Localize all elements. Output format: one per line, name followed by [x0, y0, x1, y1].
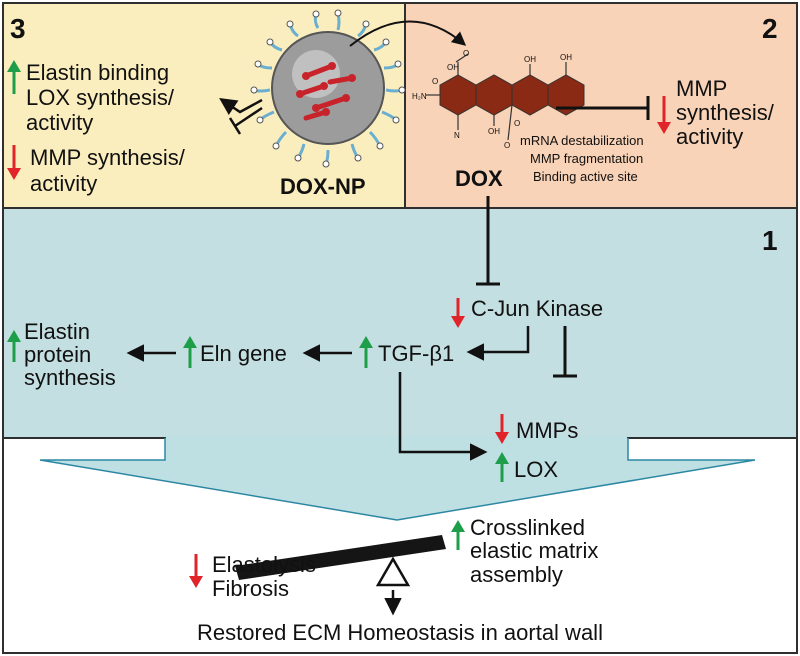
svg-text:N: N [454, 131, 460, 140]
svg-text:OH: OH [524, 55, 536, 64]
panel3-mmp-synthesis-label: MMP synthesis/ [30, 145, 186, 170]
dox-label: DOX [455, 166, 503, 191]
mechanism-3: Binding active site [533, 169, 638, 184]
lox-activity-label: activity [26, 110, 93, 135]
up-arrow-icon [7, 60, 21, 94]
down-arrow-icon [7, 145, 21, 180]
lox-label: LOX [514, 457, 558, 482]
up-arrow-icon [183, 336, 197, 368]
tgf-label: TGF-β1 [378, 341, 454, 366]
svg-text:O: O [463, 49, 469, 58]
up-arrow-icon [359, 336, 373, 368]
svg-text:OH: OH [447, 63, 459, 72]
down-arrow-icon [495, 414, 509, 444]
mechanism-1: mRNA destabilization [520, 133, 644, 148]
balance-scale-icon [235, 535, 446, 616]
panel-1-number: 1 [762, 225, 778, 256]
panel2-activity-label: activity [676, 124, 743, 149]
down-arrow-icon [451, 298, 465, 328]
up-arrow-icon [451, 520, 465, 550]
result-label: Restored ECM Homeostasis in aortal wall [197, 620, 603, 645]
panel3-mmp-activity-label: activity [30, 171, 97, 196]
svg-text:H₂N: H₂N [412, 92, 427, 101]
down-arrow-icon [657, 96, 671, 134]
mmps-label: MMPs [516, 418, 578, 443]
lox-synthesis-label: LOX synthesis/ [26, 85, 175, 110]
elastin-protein-line2: protein [24, 342, 91, 367]
eln-gene-label: Eln gene [200, 341, 287, 366]
np-effect-arrow [219, 98, 263, 116]
fibrosis-label: Fibrosis [212, 576, 289, 601]
inhibition-bar-icon [228, 106, 263, 135]
dox-mmp-inhibition [556, 96, 650, 120]
elastin-protein-line3: synthesis [24, 365, 116, 390]
svg-text:O: O [504, 141, 510, 150]
cjun-mmp-inhibition [553, 326, 577, 378]
assembly-label: assembly [470, 562, 563, 587]
up-arrow-icon [495, 452, 509, 482]
elastin-protein-line1: Elastin [24, 319, 90, 344]
elastin-binding-label: Elastin binding [26, 60, 169, 85]
cjun-to-tgf-arrow [466, 326, 530, 361]
elastic-matrix-label: elastic matrix [470, 538, 598, 563]
up-arrow-icon [7, 330, 21, 362]
crosslinked-label: Crosslinked [470, 515, 585, 540]
svg-text:O: O [432, 77, 438, 86]
panel-3-number: 3 [10, 13, 26, 44]
elastolysis-label: Elastolysis [212, 552, 316, 577]
cjun-kinase-label: C-Jun Kinase [471, 296, 603, 321]
nanoparticle-icon [250, 9, 406, 168]
dox-cjun-inhibition [476, 196, 500, 286]
tgf-to-lox-arrow [398, 372, 488, 461]
mechanism-2: MMP fragmentation [530, 151, 643, 166]
panel-2-number: 2 [762, 13, 778, 44]
panel2-mmp-label: MMP [676, 76, 727, 101]
svg-text:OH: OH [488, 127, 500, 136]
down-arrow-icon [189, 554, 203, 588]
svg-text:OH: OH [560, 53, 572, 62]
panel-1-background [2, 207, 798, 439]
svg-text:O: O [514, 119, 520, 128]
dox-np-label: DOX-NP [280, 174, 366, 199]
panel2-synthesis-label: synthesis/ [676, 100, 775, 125]
release-arrow [349, 20, 467, 47]
funnel-fill-patch [166, 436, 627, 462]
